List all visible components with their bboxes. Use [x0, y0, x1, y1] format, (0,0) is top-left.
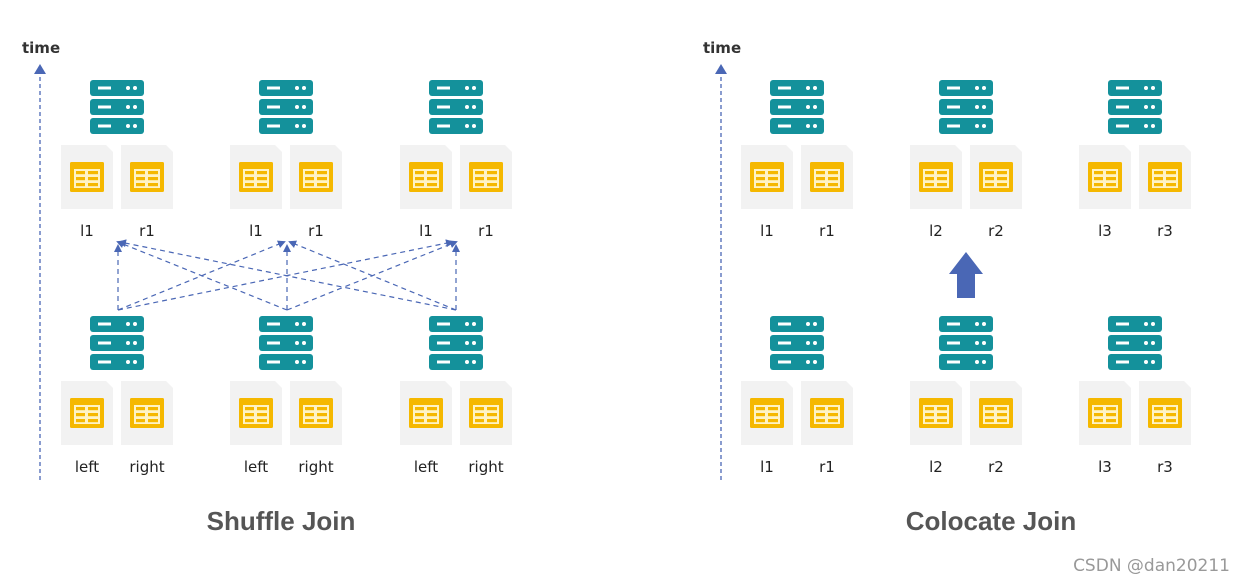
table-label: r3	[1157, 222, 1173, 240]
server-icon	[429, 80, 483, 134]
table-file-icon	[801, 145, 853, 209]
time-axis-label: time	[703, 39, 741, 57]
shuffle-arrow	[116, 240, 288, 311]
table-label: l1	[419, 222, 433, 240]
table-label: l1	[760, 222, 774, 240]
table-file-icon	[741, 145, 793, 209]
colocate-join-title: Colocate Join	[906, 506, 1076, 536]
shuffle-arrow	[288, 240, 457, 311]
table-file-icon	[61, 381, 113, 445]
table-label: right	[129, 458, 164, 476]
table-file-icon	[460, 145, 512, 209]
table-file-icon	[230, 145, 282, 209]
table-file-icon	[400, 145, 452, 209]
watermark: CSDN @dan20211	[1073, 556, 1230, 576]
table-file-icon	[1079, 381, 1131, 445]
server-icon	[770, 80, 824, 134]
table-label: left	[414, 458, 438, 476]
table-file-icon	[1139, 145, 1191, 209]
table-file-icon	[121, 145, 173, 209]
table-label: r2	[988, 458, 1004, 476]
table-file-icon	[121, 381, 173, 445]
table-label: r1	[139, 222, 155, 240]
table-label: l2	[929, 222, 943, 240]
table-file-icon	[460, 381, 512, 445]
table-file-icon	[230, 381, 282, 445]
table-file-icon	[1139, 381, 1191, 445]
table-label: r1	[478, 222, 494, 240]
shuffle-arrow	[117, 240, 286, 311]
server-icon	[90, 80, 144, 134]
colocate-arrow	[949, 252, 983, 298]
table-file-icon	[910, 381, 962, 445]
table-file-icon	[1079, 145, 1131, 209]
table-file-icon	[970, 145, 1022, 209]
shuffle-arrows	[114, 239, 460, 311]
table-label: left	[244, 458, 268, 476]
table-label: l2	[929, 458, 943, 476]
table-label: l1	[760, 458, 774, 476]
server-icon	[90, 316, 144, 370]
table-file-icon	[290, 145, 342, 209]
table-file-icon	[801, 381, 853, 445]
table-label: r3	[1157, 458, 1173, 476]
table-label: r1	[819, 222, 835, 240]
server-icon	[259, 316, 313, 370]
table-file-icon	[61, 145, 113, 209]
right-time-axis: time	[703, 39, 741, 480]
table-file-icon	[970, 381, 1022, 445]
table-label: r2	[988, 222, 1004, 240]
server-icon	[1108, 316, 1162, 370]
server-icon	[429, 316, 483, 370]
nodes-layer: l1 r1 l1 r1 l1 r1 left right left right left right l…	[61, 80, 1191, 476]
table-label: right	[298, 458, 333, 476]
table-file-icon	[741, 381, 793, 445]
table-label: l3	[1098, 458, 1112, 476]
server-icon	[1108, 80, 1162, 134]
table-label: l3	[1098, 222, 1112, 240]
table-file-icon	[400, 381, 452, 445]
server-icon	[939, 80, 993, 134]
shuffle-join-title: Shuffle Join	[207, 506, 356, 536]
table-label: l1	[249, 222, 263, 240]
shuffle-arrow	[118, 239, 457, 311]
server-icon	[939, 316, 993, 370]
server-icon	[770, 316, 824, 370]
server-icon	[259, 80, 313, 134]
left-time-axis: time	[22, 39, 60, 480]
table-label: left	[75, 458, 99, 476]
table-label: r1	[819, 458, 835, 476]
table-file-icon	[910, 145, 962, 209]
table-label: right	[468, 458, 503, 476]
table-file-icon	[290, 381, 342, 445]
table-label: r1	[308, 222, 324, 240]
table-label: l1	[80, 222, 94, 240]
shuffle-arrow	[117, 239, 454, 311]
time-axis-label: time	[22, 39, 60, 57]
